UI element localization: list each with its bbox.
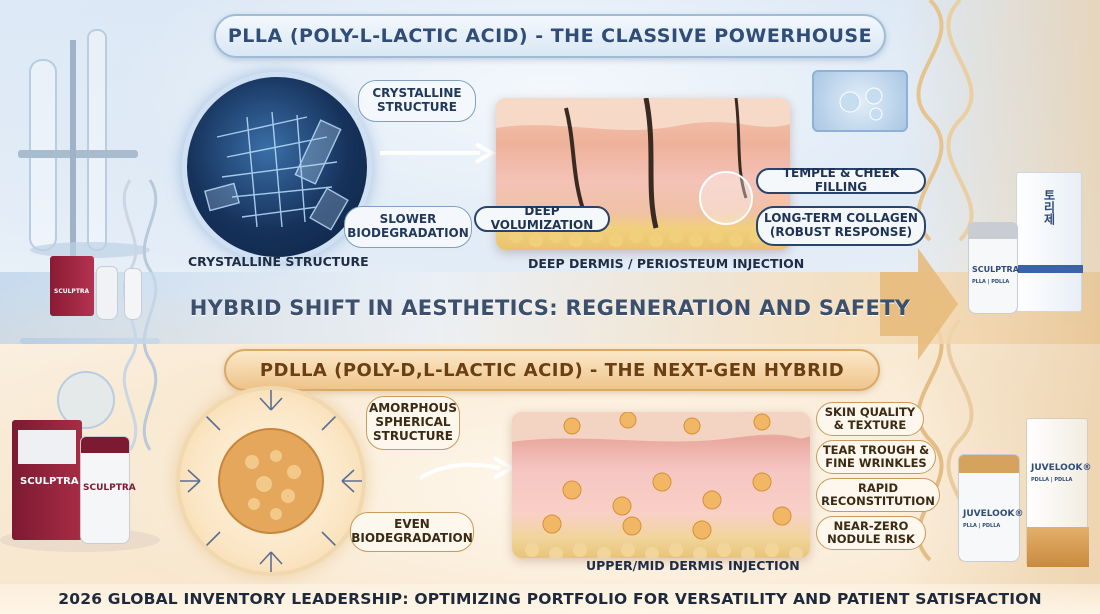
vial-small-2 (124, 268, 142, 320)
product-label: JUVELOOK® (963, 509, 1024, 519)
long-term-collagen-tag: LONG-TERM COLLAGEN(ROBUST RESPONSE) (756, 206, 926, 246)
callout-line: EVEN (394, 517, 430, 532)
lab-equipment-illustration (0, 29, 160, 552)
arrow-right-icon (420, 456, 517, 480)
sculptra-box-large: SCULPTRA (12, 420, 82, 540)
callout-line: SLOWER (379, 212, 437, 227)
product-label: SCULPTRA (972, 265, 1019, 274)
box-gold-band (1027, 527, 1089, 567)
upper-dermis-skin-diagram (512, 412, 810, 558)
amorphous-sphere-image (176, 386, 366, 576)
tag-line: SKIN QUALITY (824, 404, 916, 419)
upper-dermis-caption: UPPER/MID DERMIS INJECTION (586, 558, 800, 573)
callout-line: AMORPHOUS (368, 401, 458, 416)
tag-line: RECONSTITUTION (821, 494, 935, 508)
tag-line: TEAR TROUGH & (822, 442, 930, 457)
callout-line: STRUCTURE (372, 428, 453, 443)
product-label: 토리제 (1042, 189, 1056, 225)
box-window (18, 430, 76, 464)
sculptra-vial-large: SCULPTRA (80, 436, 136, 544)
headline-arrow-icon (880, 248, 958, 360)
callout-line: BIODEGRADATION (351, 531, 473, 545)
crystalline-caption: CRYSTALLINE STRUCTURE (188, 254, 369, 269)
pdlla-title: PDLLA (POLY-D,L-LACTIC ACID) - THE NEXT-… (224, 349, 880, 391)
product-label: SCULPTRA (83, 483, 136, 493)
crystalline-structure-image (182, 72, 372, 262)
product-sublabel: PDLLA | PDLLA (1031, 477, 1073, 483)
tag-line: NEAR-ZERO (833, 518, 909, 533)
box-stripe (1017, 265, 1083, 273)
deep-dermis-caption: DEEP DERMIS / PERIOSTEUM INJECTION (528, 256, 805, 271)
temple-cheek-filling-tag: TEMPLE & CHEEK FILLING (756, 166, 926, 194)
plla-title: PLLA (POLY-L-LACTIC ACID) - THE CLASSIVE… (214, 14, 886, 58)
callout-line: BIODEGRADATION (347, 226, 469, 240)
tear-trough-tag: TEAR TROUGH &FINE WRINKLES (816, 440, 936, 474)
callout-line: SPHERICAL (375, 415, 451, 430)
tag-line: RAPID (857, 480, 898, 495)
product-label: JUVELOOK® (1031, 463, 1092, 473)
skin-quality-tag: SKIN QUALITY& TEXTURE (816, 402, 924, 436)
product-label: SCULPTRA (54, 288, 90, 295)
sculptra-vial-small (96, 266, 118, 320)
juvelook-vial: JUVELOOK® PLLA | PDLLA (958, 454, 1024, 562)
product-label: SCULPTRA (20, 476, 79, 487)
deep-volumization-tag: DEEP VOLUMIZATION (474, 204, 610, 232)
sculptra-vial-right: SCULPTRA PLLA | PDLLA (968, 222, 1019, 314)
juvelook-box: JUVELOOK® PDLLA | PDLLA (1026, 418, 1092, 567)
hybrid-shift-headline: HYBRID SHIFT IN AESTHETICS: REGENERATION… (189, 296, 911, 320)
arrow-right-icon (380, 142, 497, 164)
tag-line: NODULE RISK (827, 532, 915, 546)
tag-line: FINE WRINKLES (825, 456, 927, 470)
footer-tagline: 2026 GLOBAL INVENTORY LEADERSHIP: OPTIMI… (0, 584, 1100, 614)
callout-line: CRYSTALLINE (372, 86, 462, 101)
sculptra-box-small: SCULPTRA (50, 256, 94, 316)
product-sublabel: PLLA | PDLLA (963, 523, 1001, 529)
tag-line: (ROBUST RESPONSE) (769, 225, 913, 239)
tag-line: & TEXTURE (833, 418, 907, 432)
cellular-zoom-inset (812, 70, 908, 132)
callout-line: STRUCTURE (376, 100, 457, 114)
tag-line: LONG-TERM COLLAGEN (764, 211, 918, 226)
product-sublabel: PLLA | PDLLA (972, 279, 1010, 285)
korean-product-box: 토리제 (1016, 172, 1083, 312)
